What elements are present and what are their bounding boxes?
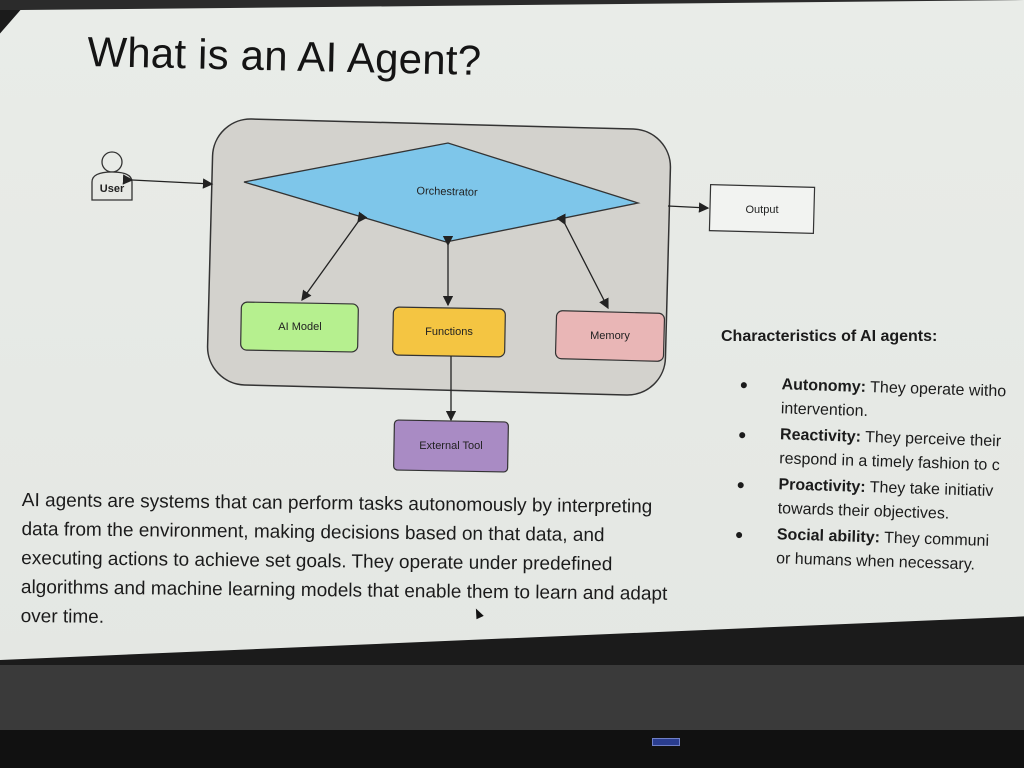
characteristic-item: ● Proactivity: They take initiativ towar… <box>735 472 1024 529</box>
output-label: Output <box>745 204 778 216</box>
functions-label: Functions <box>425 326 473 338</box>
characteristic-text-continued: or humans when necessary. <box>775 550 976 574</box>
characteristic-term: Social ability: <box>776 526 881 547</box>
characteristic-text-continued: respond in a timely fashion to c <box>779 450 1001 475</box>
bullet-icon: ● <box>734 525 744 543</box>
characteristic-item: ● Autonomy: They operate witho intervent… <box>738 372 1024 429</box>
external-tool-label: External Tool <box>419 440 482 452</box>
characteristic-text-continued: intervention. <box>780 400 869 421</box>
characteristic-text: They take initiativ <box>869 479 994 501</box>
orchestrator-node <box>243 142 641 243</box>
orchestrator-memory-arrow <box>556 213 609 310</box>
characteristic-term: Reactivity: <box>779 426 862 446</box>
output-node <box>708 184 816 234</box>
user-orchestrator-arrow <box>122 174 214 189</box>
bullet-icon: ● <box>739 375 749 393</box>
characteristics-list: ● Autonomy: They operate witho intervent… <box>734 372 1024 581</box>
functions-node <box>392 306 506 358</box>
orchestrator-output-arrow <box>667 202 710 213</box>
memory-label: Memory <box>590 330 630 342</box>
orchestrator-aimodel-arrow <box>301 211 368 302</box>
agent-description: AI agents are systems that can perform t… <box>20 489 668 628</box>
room-floor <box>0 730 1024 768</box>
ai-model-label: AI Model <box>278 321 321 333</box>
characteristic-text: They communi <box>883 529 990 550</box>
memory-node <box>554 310 666 362</box>
orchestrator-label: Orchestrator <box>416 185 478 199</box>
bullet-icon: ● <box>736 475 746 493</box>
ai-model-node <box>240 301 359 353</box>
user-label: User <box>100 183 125 195</box>
ai-agent-diagram: User Orchestrator Output AI Model Functi… <box>91 118 816 473</box>
bullet-icon: ● <box>737 425 747 443</box>
room-lower-band <box>0 665 1024 735</box>
characteristic-text: They perceive their <box>864 428 1002 451</box>
external-tool-node <box>393 419 509 473</box>
characteristics-heading: Characteristics of AI agents: <box>721 328 938 345</box>
characteristic-item: ● Social ability: They communi or humans… <box>734 522 1024 579</box>
characteristic-text: They operate witho <box>869 379 1007 401</box>
characteristic-term: Proactivity: <box>778 476 866 496</box>
characteristic-text-continued: towards their objectives. <box>777 500 950 523</box>
characteristic-item: ● Reactivity: They perceive their respon… <box>737 422 1024 479</box>
characteristic-term: Autonomy: <box>781 376 867 396</box>
projector-frame-top <box>0 0 1024 10</box>
projector-status-indicator <box>652 738 680 746</box>
